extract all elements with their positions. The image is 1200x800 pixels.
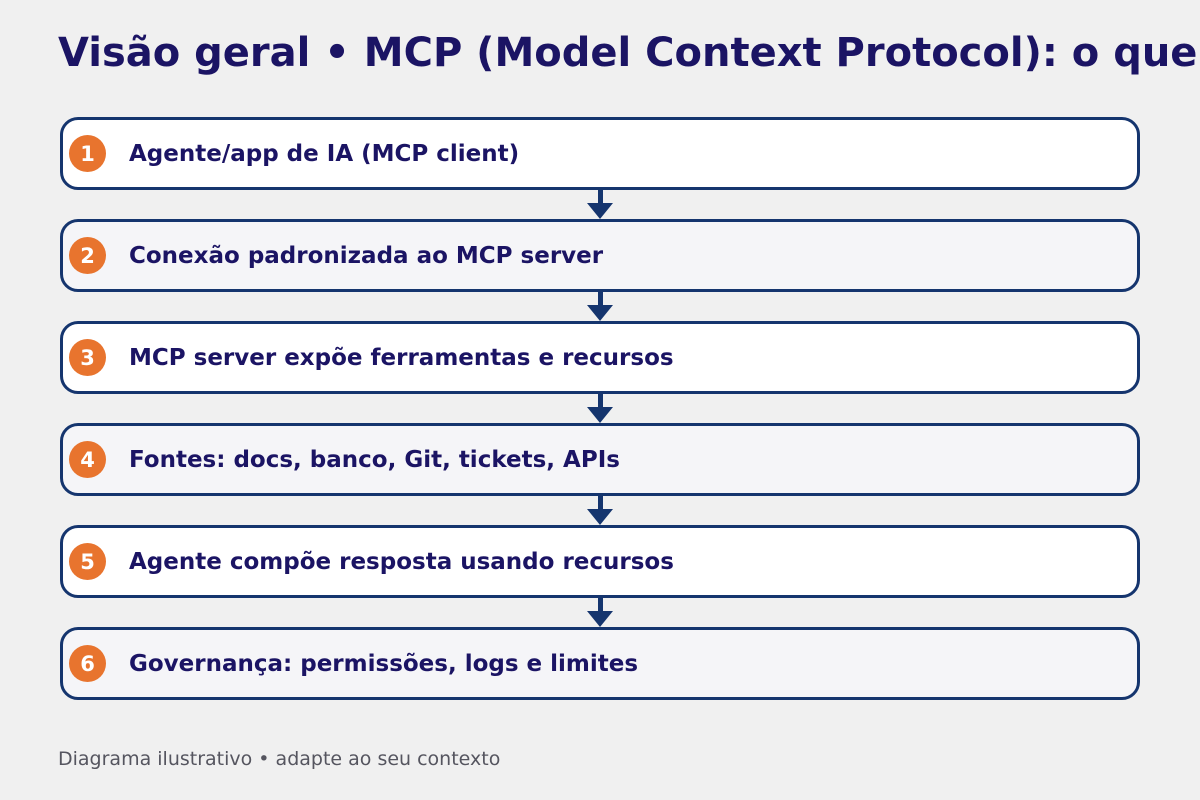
arrow-stem [597, 496, 603, 509]
down-arrow-icon [587, 190, 613, 219]
step-box-6: 6 Governança: permissões, logs e limites [60, 627, 1140, 700]
step-label: Governança: permissões, logs e limites [129, 650, 639, 677]
arrow-head [587, 407, 613, 423]
step-number-badge: 1 [69, 135, 106, 172]
down-arrow-icon [587, 394, 613, 423]
step-box-1: 1 Agente/app de IA (MCP client) [60, 117, 1140, 190]
arrow-stem [597, 292, 603, 305]
step-number-badge: 4 [69, 441, 106, 478]
step-box-3: 3 MCP server expõe ferramentas e recurso… [60, 321, 1140, 394]
arrow-head [587, 305, 613, 321]
step-label: Conexão padronizada ao MCP server [129, 242, 604, 269]
step-label: Agente/app de IA (MCP client) [129, 140, 520, 167]
down-arrow-icon [587, 496, 613, 525]
step-label: Fontes: docs, banco, Git, tickets, APIs [129, 446, 620, 473]
step-label: MCP server expõe ferramentas e recursos [129, 344, 674, 371]
arrow-head [587, 611, 613, 627]
arrow-stem [597, 190, 603, 203]
step-box-2: 2 Conexão padronizada ao MCP server [60, 219, 1140, 292]
arrow-head [587, 509, 613, 525]
down-arrow-icon [587, 292, 613, 321]
arrow-stem [597, 394, 603, 407]
arrow-stem [597, 598, 603, 611]
step-number-badge: 6 [69, 645, 106, 682]
arrow-head [587, 203, 613, 219]
step-label: Agente compõe resposta usando recursos [129, 548, 674, 575]
down-arrow-icon [587, 598, 613, 627]
step-number-badge: 3 [69, 339, 106, 376]
step-number-badge: 5 [69, 543, 106, 580]
step-box-4: 4 Fontes: docs, banco, Git, tickets, API… [60, 423, 1140, 496]
page-title: Visão geral • MCP (Model Context Protoco… [58, 30, 1198, 76]
step-box-5: 5 Agente compõe resposta usando recursos [60, 525, 1140, 598]
step-number-badge: 2 [69, 237, 106, 274]
footer-caption: Diagrama ilustrativo • adapte ao seu con… [58, 748, 501, 770]
